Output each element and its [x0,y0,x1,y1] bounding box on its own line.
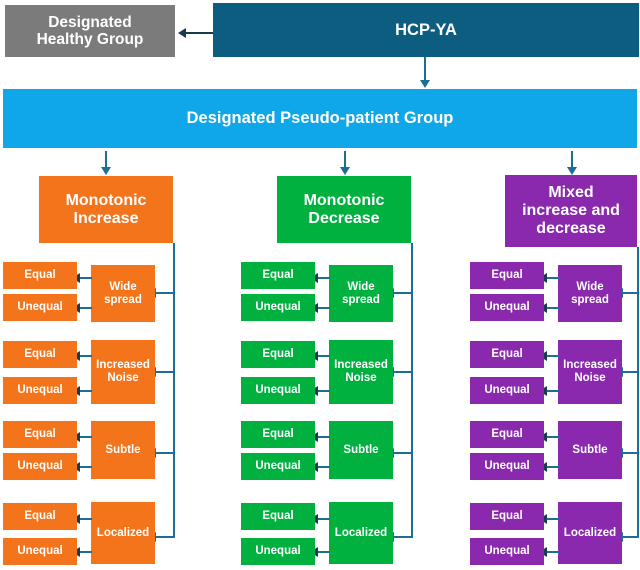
arrowhead-pseudo-to-branch-0 [101,167,111,175]
category-mixed-localized: Localized [558,502,622,564]
connector-branch-1-row-1-unequal [316,390,330,392]
leaf-monotonic-decrease-wide-spread-unequal: Unequal [241,294,315,321]
connector-branch-0-row-1-unequal [78,390,92,392]
branch-header-monotonic-increase: Monotonic Increase [39,176,173,243]
connector-branch-1-row-0-equal [316,277,330,279]
leaf-monotonic-increase-increased-noise-equal: Equal [3,341,77,368]
leaf-monotonic-decrease-wide-spread-equal: Equal [241,262,315,289]
connector-branch-2-row-3-equal [545,518,559,520]
category-monotonic-increase-localized: Localized [91,502,155,564]
connector-pseudo-to-branch-0 [105,151,107,168]
connector-branch-0-row-0 [155,292,175,294]
leaf-monotonic-decrease-increased-noise-unequal: Unequal [241,377,315,404]
connector-branch-2-row-2-equal [545,436,559,438]
connector-branch-2-row-0-equal [545,277,559,279]
category-monotonic-decrease-increased-noise: Increased Noise [329,340,393,404]
category-monotonic-increase-increased-noise: Increased Noise [91,340,155,404]
category-monotonic-increase-wide-spread: Wide spread [91,265,155,322]
connector-branch-1-row-0 [393,292,413,294]
connector-branch-0-row-3-unequal [78,551,92,553]
connector-pseudo-to-branch-2 [571,151,573,168]
leaf-mixed-subtle-unequal: Unequal [470,453,544,480]
branch-header-monotonic-decrease: Monotonic Decrease [277,176,411,243]
category-monotonic-increase-subtle: Subtle [91,421,155,479]
connector-branch-1-row-2 [393,452,413,454]
connector-branch-0-row-0-equal [78,277,92,279]
leaf-mixed-wide-spread-unequal: Unequal [470,294,544,321]
leaf-monotonic-increase-wide-spread-unequal: Unequal [3,294,77,321]
leaf-mixed-increased-noise-equal: Equal [470,341,544,368]
connector-branch-0-row-1 [155,371,175,373]
leaf-monotonic-increase-localized-unequal: Unequal [3,538,77,565]
connector-branch-0-row-1-equal [78,355,92,357]
connector-branch-1-row-3-unequal [316,551,330,553]
connector-branch-1-row-2-unequal [316,466,330,468]
connector-branch-0-row-2-unequal [78,466,92,468]
connector-branch-1-row-3-equal [316,518,330,520]
connector-branch-0-row-3-equal [78,518,92,520]
connector-pseudo-to-branch-1 [344,151,346,168]
category-monotonic-decrease-localized: Localized [329,502,393,564]
node-hcp-ya: HCP-YA [213,3,639,57]
connector-branch-1-row-3 [393,536,413,538]
arrowhead-hcp-to-pseudo [420,80,430,88]
leaf-monotonic-decrease-localized-unequal: Unequal [241,538,315,565]
connector-branch-0-row-3 [155,536,175,538]
leaf-mixed-wide-spread-equal: Equal [470,262,544,289]
leaf-monotonic-decrease-subtle-unequal: Unequal [241,453,315,480]
connector-branch-2-row-1 [622,371,639,373]
leaf-monotonic-increase-subtle-unequal: Unequal [3,453,77,480]
connector-hcp-to-healthy [186,32,213,34]
arrowhead-pseudo-to-branch-2 [567,167,577,175]
connector-branch-2-row-1-unequal [545,390,559,392]
connector-branch-2-row-3 [622,536,639,538]
category-mixed-increased-noise: Increased Noise [558,340,622,404]
connector-branch-2-row-3-unequal [545,551,559,553]
connector-branch-2-row-0-unequal [545,307,559,309]
leaf-mixed-localized-unequal: Unequal [470,538,544,565]
node-designated-healthy-group: Designated Healthy Group [5,5,175,57]
leaf-monotonic-increase-subtle-equal: Equal [3,421,77,448]
leaf-mixed-localized-equal: Equal [470,503,544,530]
category-mixed-subtle: Subtle [558,421,622,479]
leaf-monotonic-decrease-increased-noise-equal: Equal [241,341,315,368]
category-monotonic-decrease-wide-spread: Wide spread [329,265,393,322]
connector-hcp-to-pseudo [424,57,426,81]
trunk-line-branch-1 [411,243,413,537]
connector-branch-1-row-2-equal [316,436,330,438]
connector-branch-1-row-1-equal [316,355,330,357]
branch-header-mixed-increase-and-decrease: Mixed increase and decrease [505,175,637,247]
leaf-monotonic-increase-increased-noise-unequal: Unequal [3,377,77,404]
connector-branch-1-row-0-unequal [316,307,330,309]
leaf-monotonic-decrease-subtle-equal: Equal [241,421,315,448]
category-mixed-wide-spread: Wide spread [558,265,622,322]
node-designated-pseudo-patient-group: Designated Pseudo-patient Group [3,89,637,148]
trunk-line-branch-0 [173,243,175,537]
leaf-mixed-increased-noise-unequal: Unequal [470,377,544,404]
leaf-mixed-subtle-equal: Equal [470,421,544,448]
leaf-monotonic-decrease-localized-equal: Equal [241,503,315,530]
leaf-monotonic-increase-wide-spread-equal: Equal [3,262,77,289]
connector-branch-2-row-0 [622,292,639,294]
arrowhead-hcp-to-healthy [178,28,186,38]
connector-branch-0-row-2 [155,452,175,454]
connector-branch-0-row-2-equal [78,436,92,438]
connector-branch-2-row-2-unequal [545,466,559,468]
connector-branch-2-row-1-equal [545,355,559,357]
connector-branch-2-row-2 [622,452,639,454]
arrowhead-pseudo-to-branch-1 [340,167,350,175]
connector-branch-0-row-0-unequal [78,307,92,309]
category-monotonic-decrease-subtle: Subtle [329,421,393,479]
trunk-line-branch-2 [637,247,639,537]
connector-branch-1-row-1 [393,371,413,373]
leaf-monotonic-increase-localized-equal: Equal [3,503,77,530]
